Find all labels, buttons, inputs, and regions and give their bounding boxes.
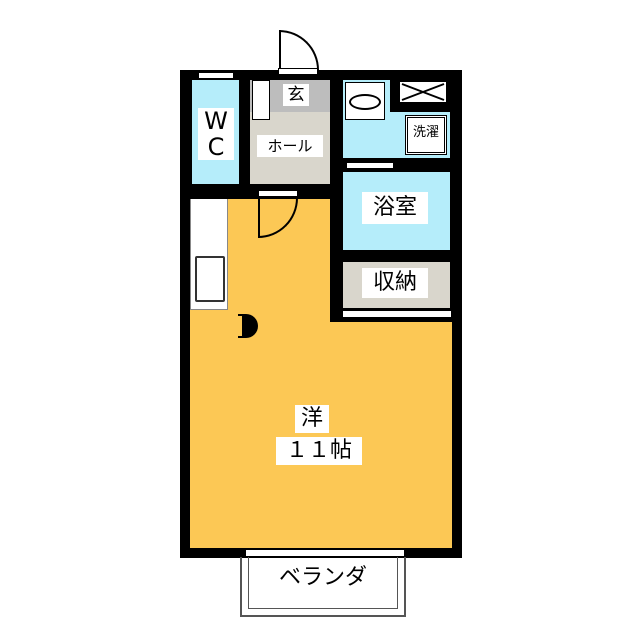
western-room-size: １１帖 bbox=[276, 437, 362, 465]
basin-bowl bbox=[349, 94, 381, 110]
door-opening bbox=[346, 162, 394, 169]
balcony bbox=[240, 557, 406, 617]
hall-label: ホール bbox=[257, 135, 323, 157]
window bbox=[198, 72, 234, 79]
storage-label: 収納 bbox=[362, 268, 428, 298]
counter bbox=[190, 316, 242, 336]
wc-label: W C bbox=[198, 108, 234, 160]
entrance-label: 玄 bbox=[283, 84, 309, 106]
counter-end bbox=[238, 314, 258, 338]
sink-icon bbox=[195, 256, 225, 302]
balcony-label: ベランダ bbox=[262, 563, 384, 593]
balcony-window[interactable] bbox=[245, 549, 405, 557]
front-door[interactable] bbox=[279, 30, 319, 70]
bath-label: 浴室 bbox=[362, 192, 428, 224]
western-room-type: 洋 bbox=[295, 405, 329, 433]
washing-machine-space bbox=[405, 115, 447, 155]
vent-icon bbox=[400, 82, 446, 102]
door-opening bbox=[278, 68, 318, 75]
shoe-box bbox=[252, 80, 270, 120]
laundry-label: 洗濯 bbox=[412, 125, 439, 140]
cross-icon bbox=[401, 83, 445, 101]
door-opening bbox=[258, 190, 298, 197]
balcony-inner bbox=[248, 557, 398, 609]
storage-door[interactable] bbox=[342, 310, 452, 318]
